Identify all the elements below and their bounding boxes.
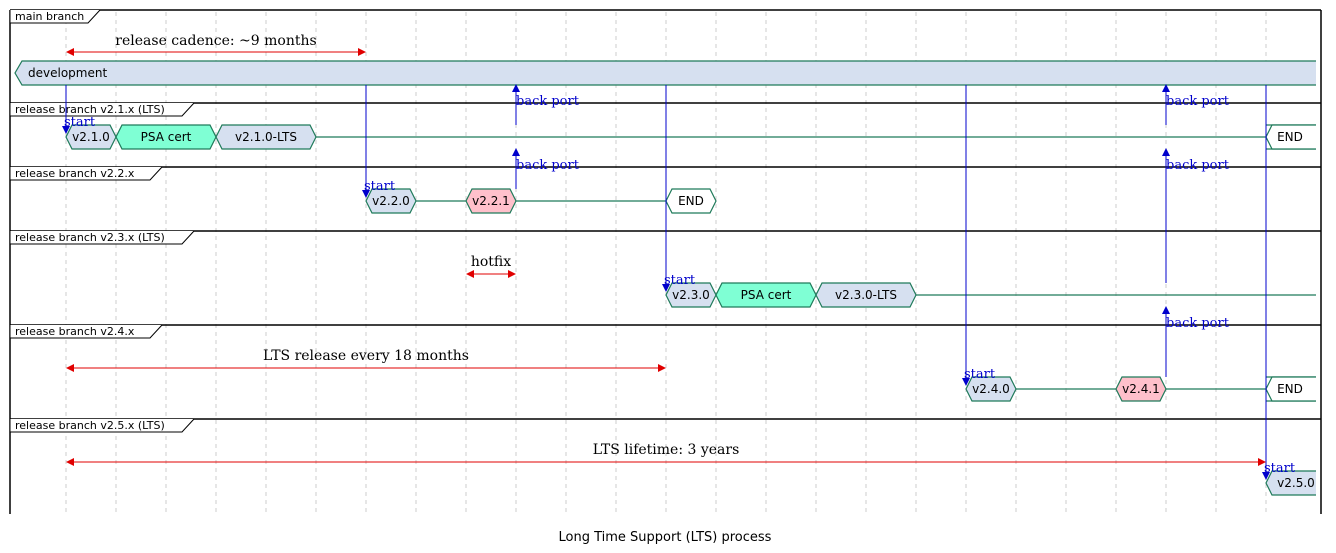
lane-title-v25-text: release branch v2.5.x (LTS)	[15, 419, 165, 432]
back-port-label-4: back port	[1166, 158, 1230, 173]
state-v2-4-0-label: v2.4.0	[972, 382, 1010, 396]
state-v2-5-0: v2.5.0	[1265, 470, 1316, 496]
state-end-v2-4: END	[1265, 376, 1316, 402]
state-v2-5-0-label: v2.5.0	[1277, 476, 1315, 490]
lane-title-v22-text: release branch v2.2.x	[15, 167, 135, 180]
state-end-v2-2: END	[665, 188, 717, 214]
state-v2-3-0-lts-label: v2.3.0-LTS	[835, 288, 897, 302]
state-end-v2-2-label: END	[678, 194, 704, 208]
lifelines	[316, 124, 1316, 402]
state-v2-2-0: v2.2.0	[365, 188, 417, 214]
diagram-caption: Long Time Support (LTS) process	[559, 530, 772, 545]
state-v2-3-0: v2.3.0	[665, 282, 717, 308]
state-end-v2-1-label: END	[1277, 130, 1303, 144]
lane-title-v23-text: release branch v2.3.x (LTS)	[15, 231, 165, 244]
lane-title-v25: release branch v2.5.x (LTS)	[9, 418, 195, 433]
back-port-label-2: back port	[516, 158, 580, 173]
note-release-cadence: release cadence: ~9 months	[115, 33, 316, 49]
state-v2-3-0-lts: v2.3.0-LTS	[815, 282, 917, 308]
state-development-label: development	[28, 66, 107, 80]
note-lts-lifetime: LTS lifetime: 3 years	[593, 442, 740, 458]
back-port-label-5: back port	[1166, 316, 1230, 331]
state-v2-4-0: v2.4.0	[965, 376, 1017, 402]
start-label-v2-5: start	[1264, 461, 1296, 476]
state-v2-4-1: v2.4.1	[1115, 376, 1167, 402]
state-end-v2-4-label: END	[1277, 382, 1303, 396]
start-label-v2-3: start	[664, 273, 696, 288]
lane-title-v22: release branch v2.2.x	[9, 166, 163, 181]
start-label-v2-1: start	[64, 115, 96, 130]
note-lts-every-18-months: LTS release every 18 months	[263, 348, 469, 364]
lane-title-v21-text: release branch v2.1.x (LTS)	[15, 103, 165, 116]
state-development: development	[14, 60, 1316, 86]
state-v2-2-1-label: v2.2.1	[472, 194, 510, 208]
state-v2-1-0-lts-label: v2.1.0-LTS	[235, 130, 297, 144]
state-psa-cert-1-label: PSA cert	[141, 130, 192, 144]
back-port-label-3: back port	[1166, 94, 1230, 109]
state-v2-2-1: v2.2.1	[465, 188, 517, 214]
state-v2-1-0-label: v2.1.0	[72, 130, 110, 144]
state-v2-1-0: v2.1.0	[65, 124, 117, 150]
back-port-arrows	[512, 84, 1170, 377]
start-label-v2-2: start	[364, 179, 396, 194]
lane-title-v24-text: release branch v2.4.x	[15, 325, 135, 338]
lane-title-v23: release branch v2.3.x (LTS)	[9, 230, 195, 245]
lane-title-main: main branch	[9, 9, 101, 24]
duration-arrows	[66, 48, 1266, 466]
state-psa-cert-2-label: PSA cert	[741, 288, 792, 302]
state-v2-4-1-label: v2.4.1	[1122, 382, 1160, 396]
back-port-label-1: back port	[516, 94, 580, 109]
state-psa-cert-1: PSA cert	[115, 124, 217, 150]
start-label-v2-4: start	[964, 367, 996, 382]
state-v2-1-0-lts: v2.1.0-LTS	[215, 124, 317, 150]
lane-title-v24: release branch v2.4.x	[9, 324, 163, 339]
lane-title-main-text: main branch	[15, 10, 84, 23]
state-end-v2-1: END	[1265, 124, 1316, 150]
note-hotfix: hotfix	[471, 254, 511, 270]
state-v2-3-0-label: v2.3.0	[672, 288, 710, 302]
lane-title-v21: release branch v2.1.x (LTS)	[9, 102, 195, 117]
start-arrows	[62, 85, 1270, 480]
state-psa-cert-2: PSA cert	[715, 282, 817, 308]
state-v2-2-0-label: v2.2.0	[372, 194, 410, 208]
